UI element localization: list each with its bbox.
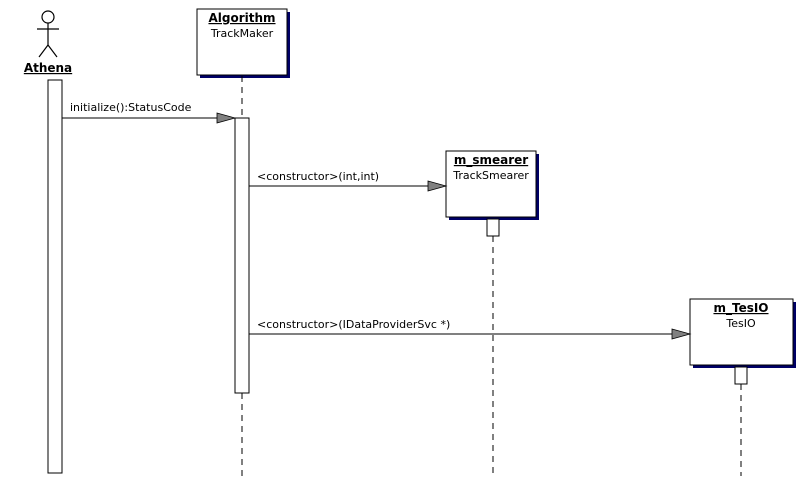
object-box bbox=[196, 8, 288, 76]
message-tesio-constructor[interactable]: <constructor>(IDataProviderSvc *) bbox=[249, 318, 692, 340]
object-tesio[interactable]: m_TesIO TesIO bbox=[689, 298, 796, 368]
message-initialize[interactable]: initialize():StatusCode bbox=[62, 101, 237, 124]
arrowhead-icon bbox=[427, 180, 448, 192]
smearer-activation[interactable] bbox=[486, 218, 500, 237]
message-smearer-constructor[interactable]: <constructor>(int,int) bbox=[249, 170, 448, 192]
actor-name: Athena bbox=[24, 61, 72, 75]
object-type: TesIO bbox=[725, 317, 756, 330]
object-box bbox=[445, 150, 537, 218]
object-name: m_TesIO bbox=[713, 301, 768, 316]
object-trackmaker[interactable]: Algorithm TrackMaker bbox=[196, 8, 290, 78]
actor-athena[interactable]: Athena bbox=[24, 10, 72, 75]
actor-left-leg bbox=[38, 44, 49, 58]
trackmaker-activation[interactable] bbox=[234, 117, 250, 394]
athena-activation[interactable] bbox=[47, 79, 63, 474]
message-label: <constructor>(IDataProviderSvc *) bbox=[257, 318, 450, 331]
object-name: Algorithm bbox=[208, 11, 275, 25]
message-label: <constructor>(int,int) bbox=[257, 170, 379, 183]
object-type: TrackSmearer bbox=[452, 169, 529, 182]
message-label: initialize():StatusCode bbox=[70, 101, 192, 114]
actor-head bbox=[41, 10, 55, 24]
object-box bbox=[689, 298, 794, 366]
object-type: TrackMaker bbox=[210, 27, 274, 40]
arrowhead-icon bbox=[671, 328, 692, 340]
object-name: m_smearer bbox=[454, 153, 528, 168]
actor-right-leg bbox=[47, 44, 58, 58]
object-smearer[interactable]: m_smearer TrackSmearer bbox=[445, 150, 539, 220]
tesio-activation[interactable] bbox=[734, 366, 748, 385]
arrowhead-icon bbox=[216, 112, 237, 124]
